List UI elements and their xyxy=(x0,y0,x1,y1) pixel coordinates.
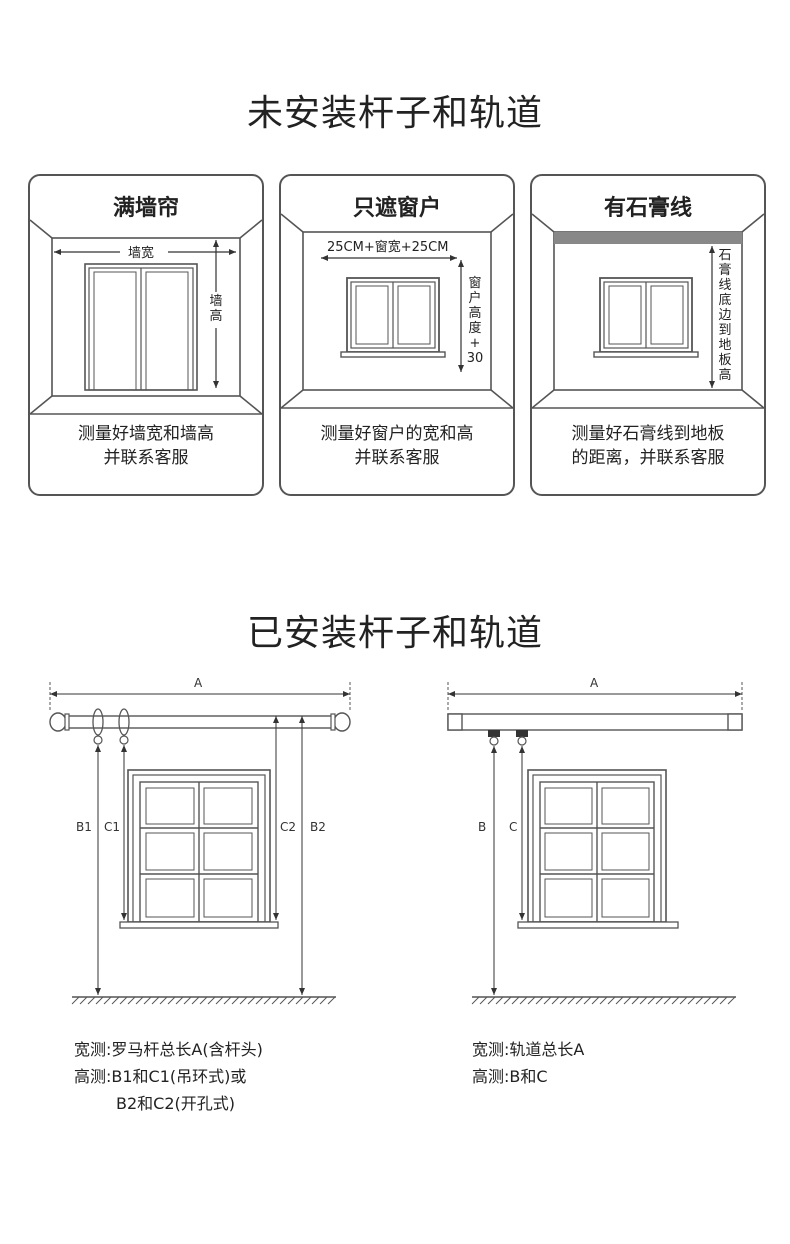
window-width-label: 25CM+窗宽+25CM xyxy=(327,236,449,255)
label-a-right: A xyxy=(590,676,599,690)
label-b2: B2 xyxy=(310,820,326,834)
wall-width-label: 墙宽 xyxy=(128,246,155,261)
plaster-molding-strip xyxy=(554,232,742,244)
label-c: C xyxy=(509,820,518,834)
card-title-window-only: 只遮窗户 xyxy=(352,196,441,221)
card-title-full-wall: 满墙帘 xyxy=(112,196,179,221)
label-c1: C1 xyxy=(104,820,121,834)
card-caption-plaster-molding: 测量好石膏线到地板 的距离，并联系客服 xyxy=(571,424,725,468)
label-b: B xyxy=(478,820,487,834)
molding-height-label: 石膏线底边到地板高 xyxy=(718,248,732,383)
full-wall-diagram xyxy=(30,219,262,415)
label-a-left: A xyxy=(194,676,203,690)
floor-hatch-right xyxy=(471,996,736,1005)
card-full-wall: 满墙帘 墙宽 墙高 测量好墙宽和墙高 并联系客服 xyxy=(28,174,264,496)
roman-rod-diagram xyxy=(49,682,351,1005)
card-caption-full-wall: 测量好墙宽和墙高 并联系客服 xyxy=(78,424,214,468)
floor-hatch xyxy=(71,996,336,1005)
window-only-diagram xyxy=(281,213,513,409)
track-notes: 宽测:轨道总长A 高测:B和C xyxy=(472,1040,585,1086)
section-title-installed: 已安装杆子和轨道 xyxy=(246,613,543,654)
window-height-label: 窗户高度+30 xyxy=(466,276,484,366)
card-plaster-molding: 有石膏线 石膏线底边到地板高 测量好石膏线到地板 的距离，并联系客服 xyxy=(530,174,766,496)
card-title-plaster-molding: 有石膏线 xyxy=(603,196,692,221)
label-b1: B1 xyxy=(76,820,92,834)
roman-rod-notes: 宽测:罗马杆总长A(含杆头) 高测:B1和C1(吊环式)或 B2和C2(开孔式) xyxy=(74,1040,263,1113)
wall-height-label: 墙高 xyxy=(209,294,223,324)
card-window-only: 只遮窗户 25CM+窗宽+25CM 窗户高度+30 测量好窗户的宽和高 并联系客… xyxy=(279,174,515,496)
label-c2: C2 xyxy=(280,820,297,834)
track-diagram xyxy=(447,682,743,1005)
card-caption-window-only: 测量好窗户的宽和高 并联系客服 xyxy=(320,424,474,468)
plaster-molding-diagram xyxy=(532,213,764,409)
section-title-uninstalled: 未安装杆子和轨道 xyxy=(246,93,543,134)
